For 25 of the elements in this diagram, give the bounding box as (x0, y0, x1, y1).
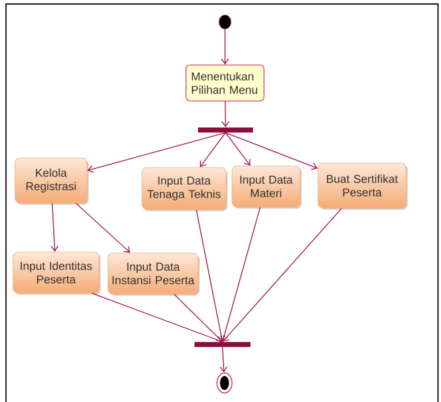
arrow (225, 132, 318, 170)
arrow (225, 132, 250, 166)
arrow (222, 100, 230, 128)
action-box: Menentukan Pilihan Menu (186, 64, 264, 102)
arrow (221, 28, 229, 65)
arrow (174, 294, 222, 342)
sync-bar (194, 342, 250, 347)
arrow (222, 208, 342, 342)
arrow (196, 209, 226, 342)
action-box: Input Data Tenaga Teknis (142, 167, 228, 212)
start-dot (218, 14, 232, 30)
action-box: Kelola Registrasi (14, 158, 89, 205)
arrow (220, 206, 261, 342)
action-box: Input Data Instansi Peserta (108, 252, 200, 296)
arrow (87, 132, 226, 173)
action-box: Input Identitas Peserta (12, 252, 101, 295)
arrow (200, 132, 226, 168)
action-box: Input Data Materi (232, 166, 302, 209)
arrow (76, 202, 130, 253)
sync-bar (198, 128, 253, 132)
end-marker (216, 372, 232, 394)
action-box: Buat Sertifikat Peserta (318, 162, 408, 210)
arrow (220, 346, 228, 373)
arrow (50, 202, 58, 252)
arrow (92, 292, 222, 344)
